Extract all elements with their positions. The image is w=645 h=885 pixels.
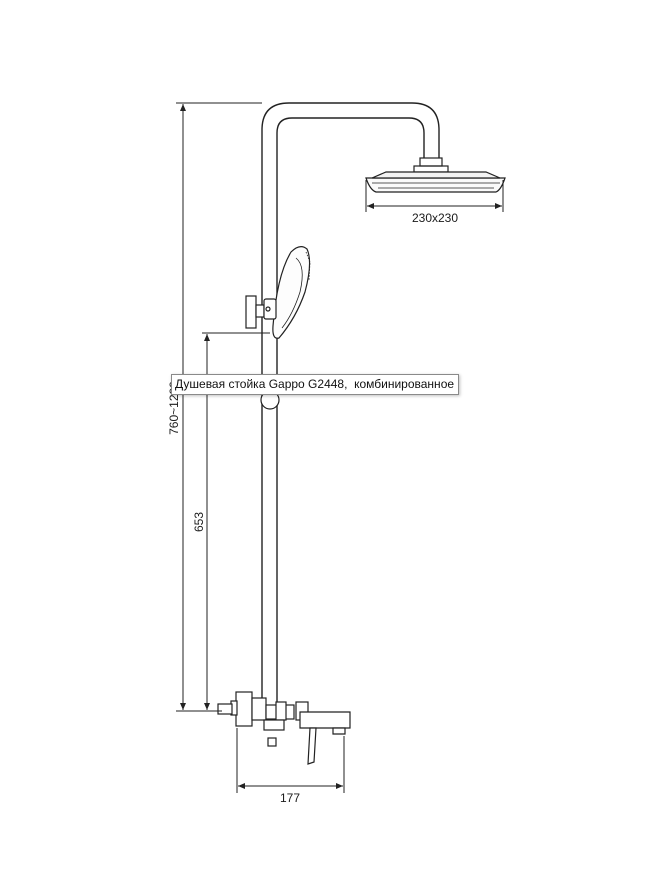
column-pipe xyxy=(261,102,440,710)
dimension-slider-height xyxy=(202,332,270,712)
dim-head-width-label: 230x230 xyxy=(412,211,458,225)
dimension-total-height xyxy=(176,102,262,712)
dimension-head-width xyxy=(365,180,504,212)
product-tooltip: Душевая стойка Gappo G2448, комбинирован… xyxy=(171,374,460,395)
overhead-shower-head xyxy=(365,157,506,193)
hand-shower xyxy=(272,246,311,339)
bath-mixer xyxy=(217,691,351,765)
dimension-spout-reach xyxy=(236,728,345,793)
dim-spout-reach-label: 177 xyxy=(280,791,300,805)
diverter-valve xyxy=(245,295,277,329)
dim-slider-height-label: 653 xyxy=(192,512,206,532)
